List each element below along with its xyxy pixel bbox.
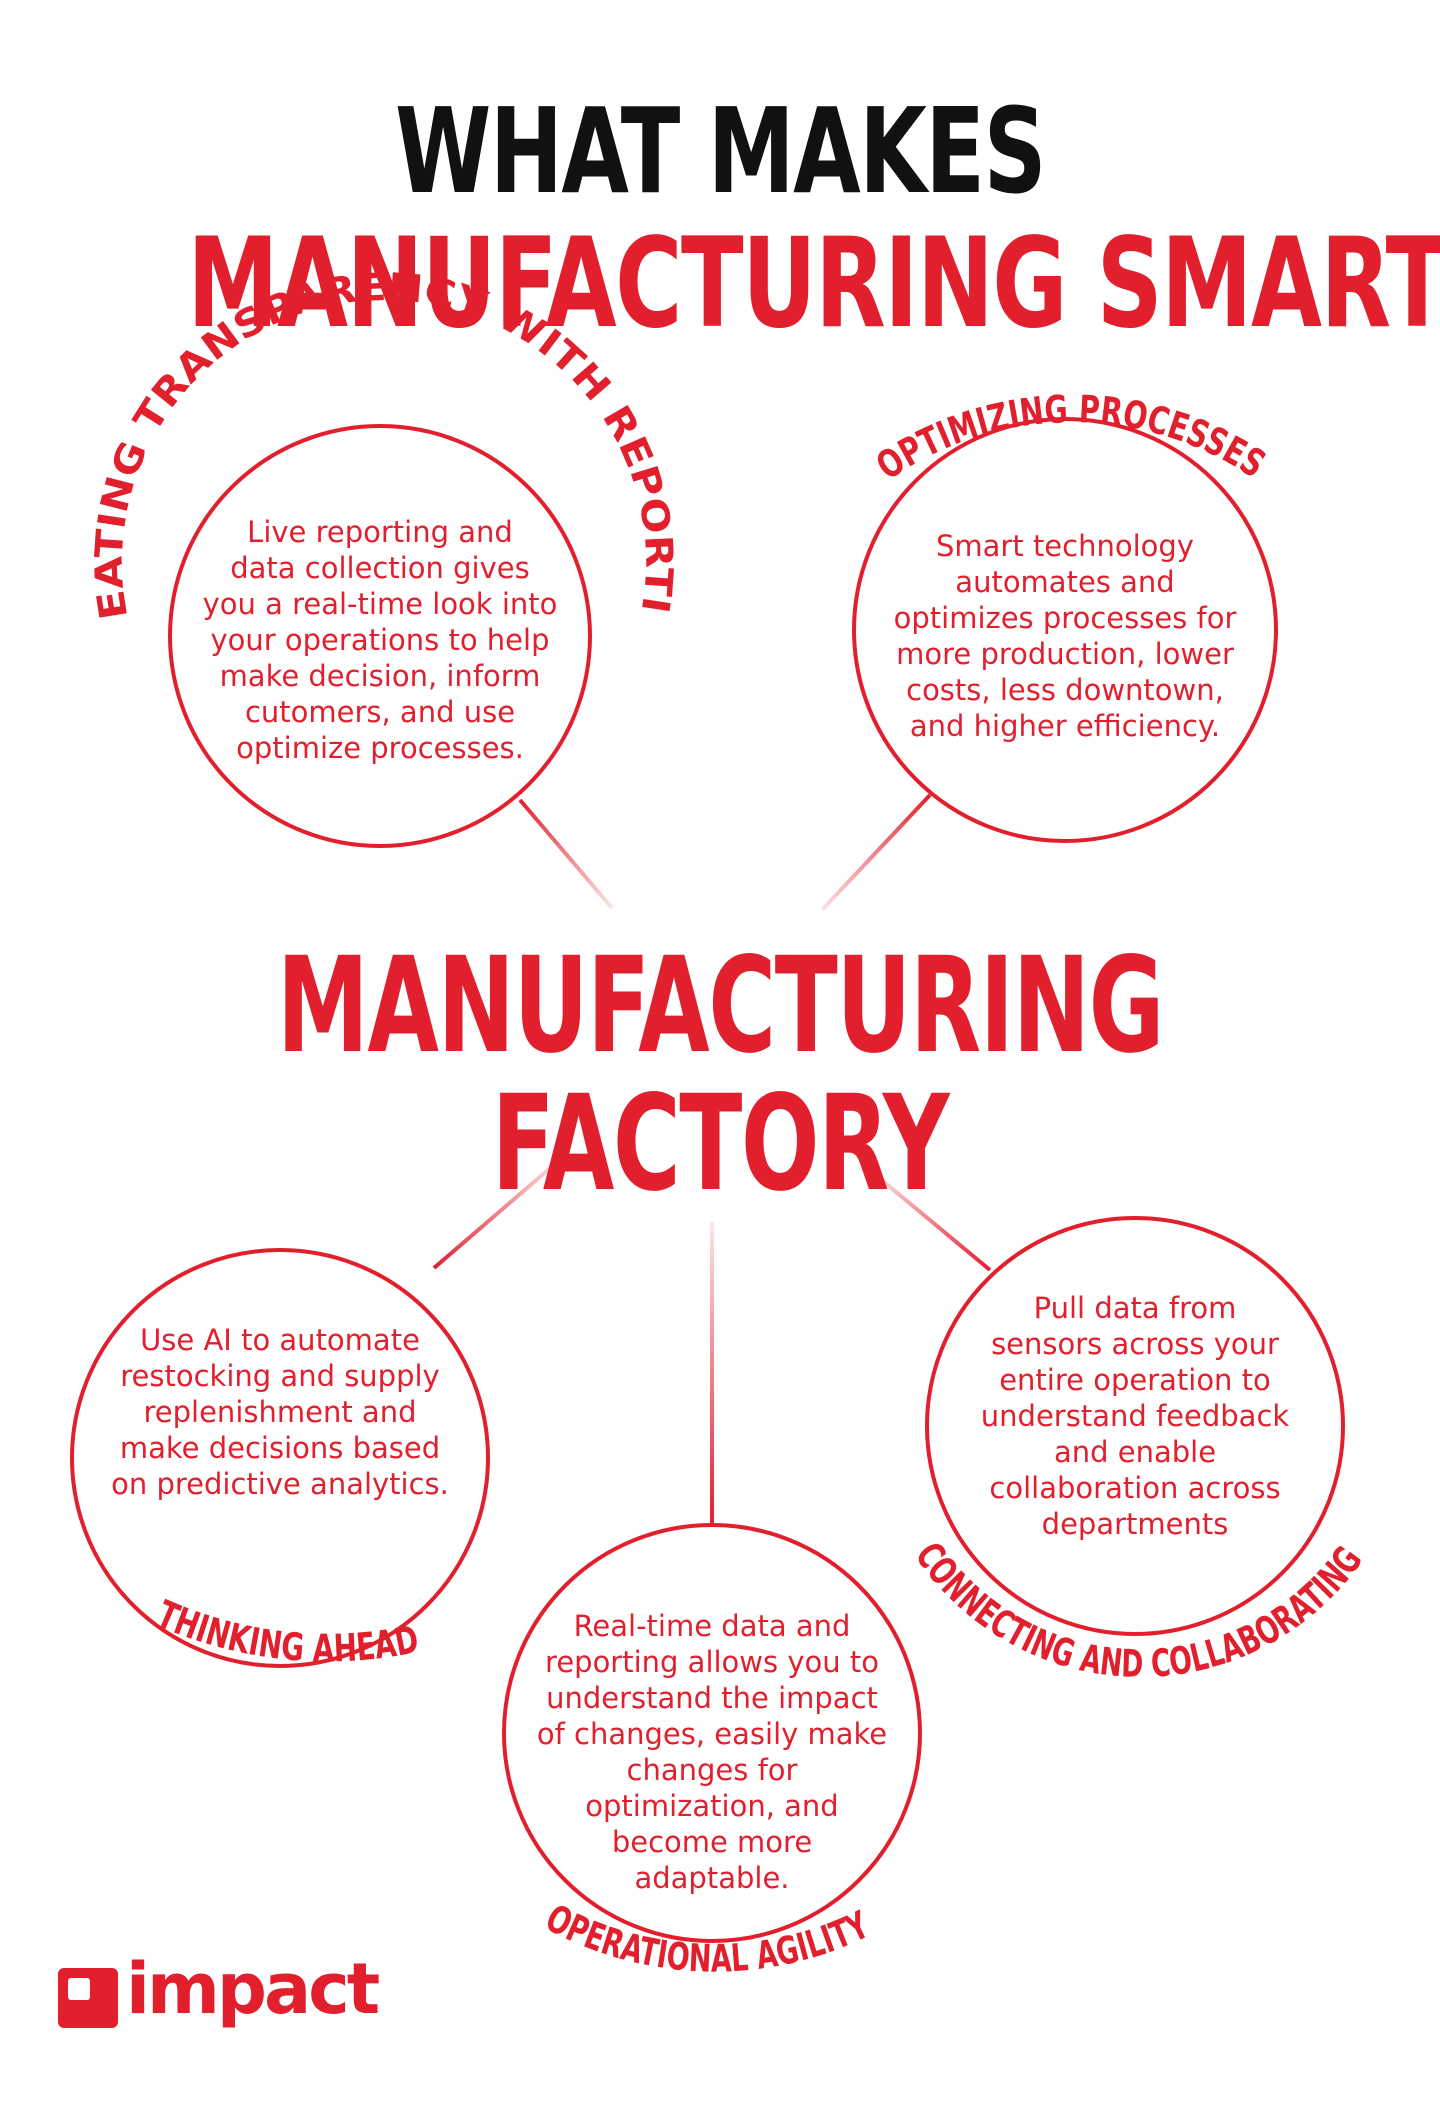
bubble-thinking: [70, 1248, 490, 1668]
impact-logo: impact: [58, 1954, 398, 2042]
bubble-text-optimizing: Smart technology automates and optimizes…: [893, 529, 1237, 743]
bubble-text-transparency: Live reporting and data collection gives…: [202, 515, 558, 765]
bubble-agility: [502, 1523, 922, 1943]
connector-transparency: [518, 798, 614, 910]
connector-thinking: [432, 1156, 564, 1270]
logo-wordmark: impact: [126, 1948, 380, 2030]
bubble-text-connecting: Pull data from sensors across your entir…: [980, 1291, 1290, 1541]
bubble-optimizing: [852, 417, 1278, 843]
connector-connecting: [870, 1170, 992, 1272]
center-title-line-1: MANUFACTURING: [276, 929, 1165, 1083]
bubble-connecting: [925, 1216, 1345, 1636]
title-line-2: MANUFACTURING SMART?: [187, 212, 1440, 356]
title-line-1: WHAT MAKES: [394, 82, 1047, 220]
bubble-text-thinking: Use AI to automate restocking and supply…: [111, 1323, 449, 1501]
bubble-transparency: [168, 424, 592, 848]
logo-mark-icon: [58, 1968, 118, 2028]
connector-optimizing: [820, 793, 932, 912]
bubble-text-agility: Real-time data and reporting allows you …: [536, 1609, 888, 1895]
center-title-line-2: FACTORY: [491, 1067, 950, 1221]
